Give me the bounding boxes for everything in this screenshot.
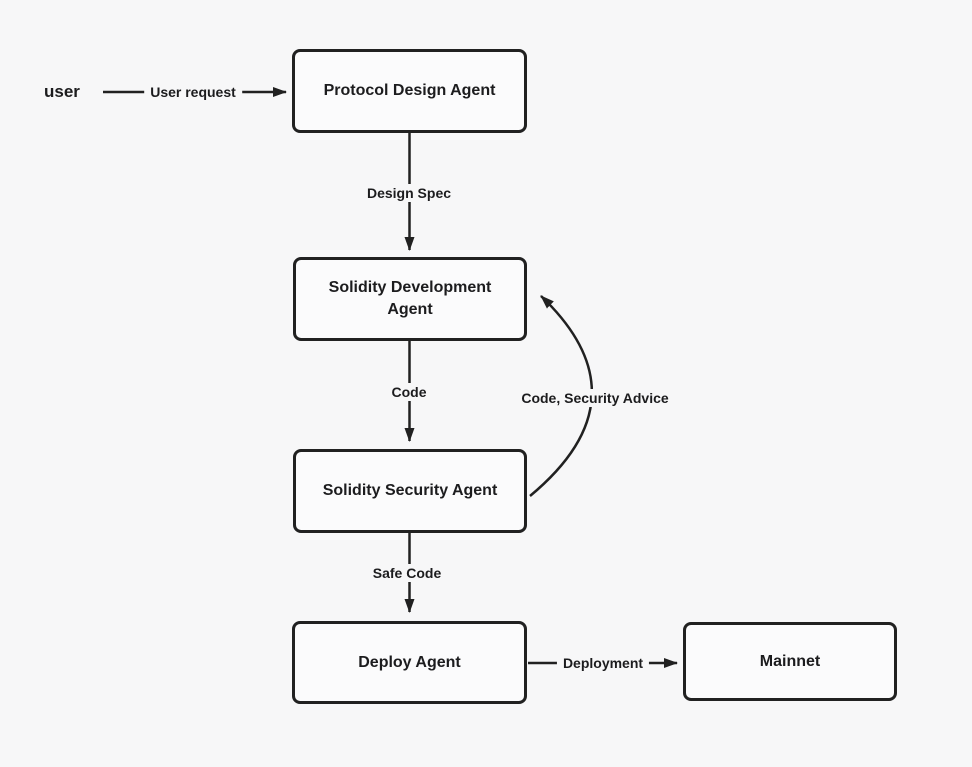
node-user: user [44, 82, 80, 102]
node-deploy-agent: Deploy Agent [292, 621, 527, 704]
node-mainnet-label: Mainnet [759, 652, 821, 670]
edge-label-code-security-advice: Code, Security Advice [515, 389, 675, 407]
node-solidity-security-agent-label: Solidity Security Agent [322, 482, 498, 500]
edge-label-design-spec: Design Spec [360, 184, 458, 202]
node-protocol-design-agent-label: Protocol Design Agent [323, 82, 496, 100]
edge-label-deployment: Deployment [556, 654, 650, 672]
node-protocol-design-agent: Protocol Design Agent [292, 49, 527, 133]
node-user-label: user [44, 82, 80, 101]
node-solidity-development-agent-label: Solidity Development Agent [328, 279, 492, 318]
edge-label-safe-code: Safe Code [366, 564, 448, 582]
node-mainnet: Mainnet [683, 622, 897, 701]
node-solidity-security-agent: Solidity Security Agent [293, 449, 527, 533]
node-solidity-development-agent: Solidity Development Agent [293, 257, 527, 341]
edge-label-user-request: User request [144, 83, 242, 101]
node-deploy-agent-label: Deploy Agent [358, 653, 461, 671]
edge-label-code: Code [385, 383, 433, 401]
